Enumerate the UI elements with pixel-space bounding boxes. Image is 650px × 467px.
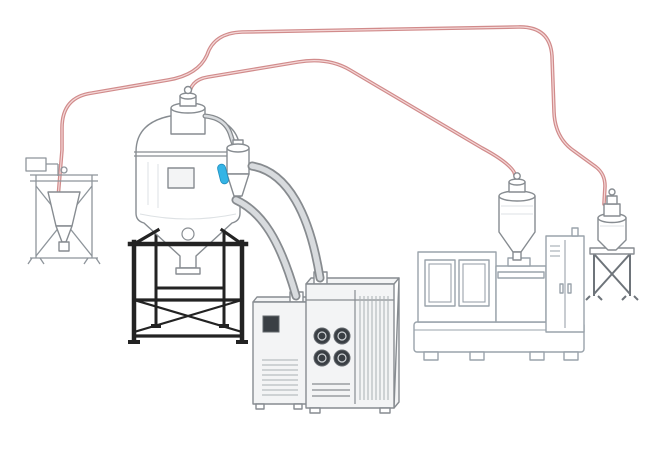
dryer-window xyxy=(262,315,280,333)
signal-lamp xyxy=(571,227,579,237)
injection-molding-machine: injection molding machine vacuum receive… xyxy=(413,172,585,361)
hopper-outlet-flange xyxy=(175,267,201,275)
return-air-hose xyxy=(231,195,301,301)
hoist-trolley xyxy=(25,157,47,172)
cyclone-separator: cyclone dust separator xyxy=(226,139,250,197)
door-handle xyxy=(559,283,564,294)
hopper-floor-stand xyxy=(127,227,249,344)
material-conveying-lines-icon: vacuum material conveying lines xyxy=(56,25,607,206)
dryer-left-cabinet xyxy=(252,301,308,405)
bag-outlet xyxy=(58,241,70,252)
dryer-gauges xyxy=(313,327,351,367)
drying-hopper-assembly: drying hopper on floor stand vacuum rece… xyxy=(127,85,250,344)
process-air-hoses-icon: process air hoses xyxy=(231,161,325,301)
receiver-cap-knob xyxy=(183,85,193,95)
dryer-main-cabinet xyxy=(305,283,395,409)
safety-guard-window xyxy=(458,259,490,307)
hopper-vacuum-receiver: vacuum receiver on drying hopper xyxy=(170,85,206,135)
door-handle xyxy=(567,283,572,294)
bag-hopper xyxy=(47,191,81,227)
blue-valve-handle xyxy=(217,163,229,185)
hoist-pulley xyxy=(60,166,68,174)
machine-vacuum-receiver: vacuum receiver on molding machine xyxy=(498,172,536,261)
hopper-access-door xyxy=(167,167,195,189)
safety-guard-window xyxy=(424,259,456,307)
hopper-sight-glass xyxy=(181,227,195,241)
receiver-cap-knob xyxy=(608,188,616,196)
stand-vacuum-receiver: vacuum receiver on floor stand xyxy=(585,188,639,301)
big-bag-unloading-station: big bag unloading station xyxy=(25,157,101,265)
dehumidifying-dryer: dehumidifying dryer unit xyxy=(252,271,400,414)
